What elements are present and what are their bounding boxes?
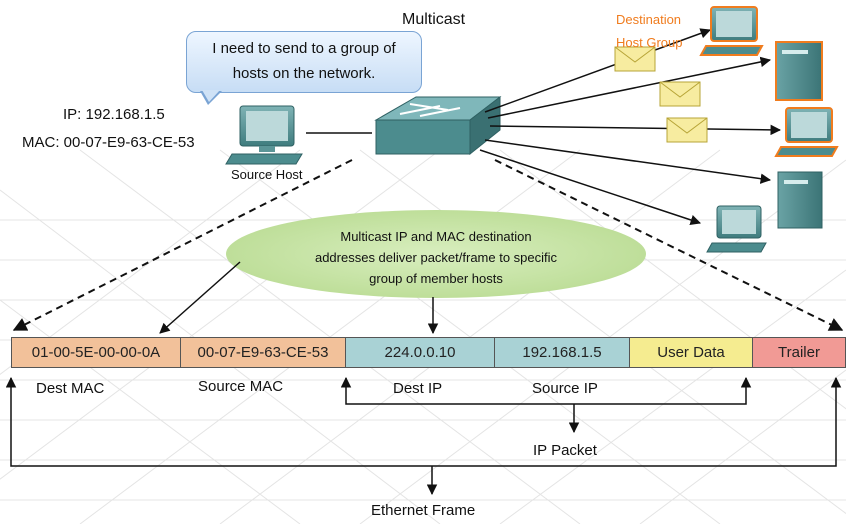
frame-cell-source-ip: 192.168.1.5: [494, 337, 630, 368]
destination-host-icon: [774, 107, 839, 157]
ellipse-line: group of member hosts: [369, 271, 503, 286]
bubble-line: I need to send to a group of: [212, 40, 396, 57]
server-tower-icon: [775, 41, 823, 101]
ip-packet-label: IP Packet: [533, 442, 597, 459]
frame-cell-user-data: User Data: [629, 337, 753, 368]
server-tower-icon: [777, 171, 823, 229]
source-ip-label: IP: 192.168.1.5: [63, 106, 165, 123]
frame-cell-dest-ip: 224.0.0.10: [345, 337, 495, 368]
speech-bubble: I need to send to a group of hosts on th…: [186, 31, 422, 93]
source-host-icon: [225, 105, 303, 165]
ethernet-frame-label: Ethernet Frame: [371, 502, 476, 519]
frame-cell-trailer: Trailer: [752, 337, 846, 368]
destination-host-icon: [699, 6, 764, 56]
dest-mac-label: Dest MAC: [36, 380, 105, 397]
envelope-icon: [659, 81, 701, 107]
frame-cell-dest-mac: 01-00-5E-00-00-0A: [11, 337, 181, 368]
source-host-label: Source Host: [231, 167, 303, 182]
bubble-line: hosts on the network.: [232, 65, 376, 82]
diagram-title: Multicast: [402, 11, 466, 28]
source-ip-label: Source IP: [532, 380, 598, 397]
explanation-ellipse: [226, 210, 646, 298]
switch-icon: [374, 95, 502, 156]
ellipse-line: Multicast IP and MAC destination: [340, 229, 532, 244]
source-mac-label: Source MAC: [198, 378, 284, 395]
envelope-icon: [666, 117, 708, 143]
source-mac-label: MAC: 00-07-E9-63-CE-53: [22, 134, 195, 151]
dest-ip-label: Dest IP: [393, 380, 443, 397]
ellipse-text: Multicast IP and MAC destination address…: [268, 226, 604, 289]
frame-cell-source-mac: 00-07-E9-63-CE-53: [180, 337, 346, 368]
ellipse-line: addresses deliver packet/frame to specif…: [314, 250, 558, 265]
bubble-tail-fill: [202, 90, 220, 102]
envelope-icon: [614, 46, 656, 72]
host-computer-icon: [706, 205, 767, 253]
destination-group-label: Destination Host Group: [616, 12, 683, 50]
